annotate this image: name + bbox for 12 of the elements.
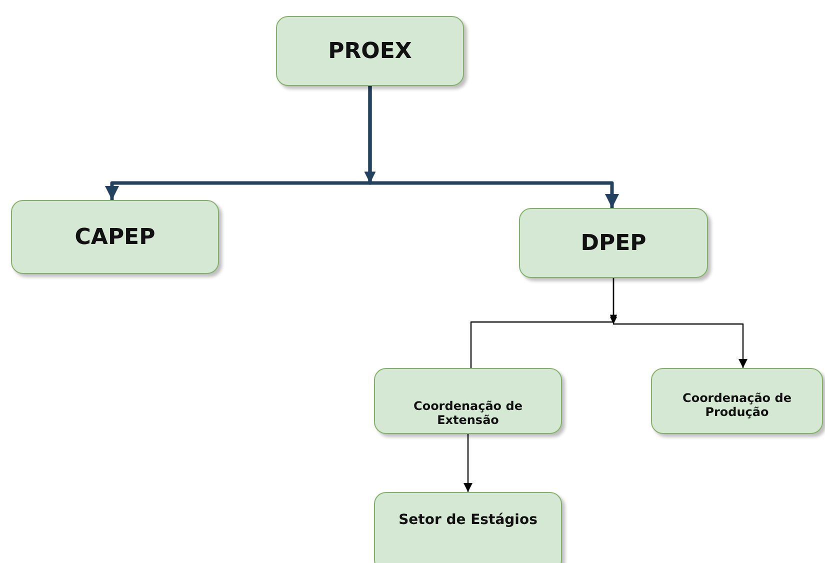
org-box <box>374 492 562 563</box>
box-label: PROEX <box>327 38 413 64</box>
org-box <box>276 16 464 86</box>
org-box <box>374 368 562 434</box>
org-box <box>651 368 823 434</box>
box-label: Setor de Estágios <box>398 512 538 528</box>
box-label: DPEP <box>580 230 648 256</box>
org-box <box>519 208 708 278</box>
box-label: CAPEP <box>74 224 156 250</box>
box-label: Coordenação de Produção <box>682 391 792 419</box>
box-label: Coordenação de Extensão <box>412 399 524 427</box>
org-box <box>11 200 219 274</box>
